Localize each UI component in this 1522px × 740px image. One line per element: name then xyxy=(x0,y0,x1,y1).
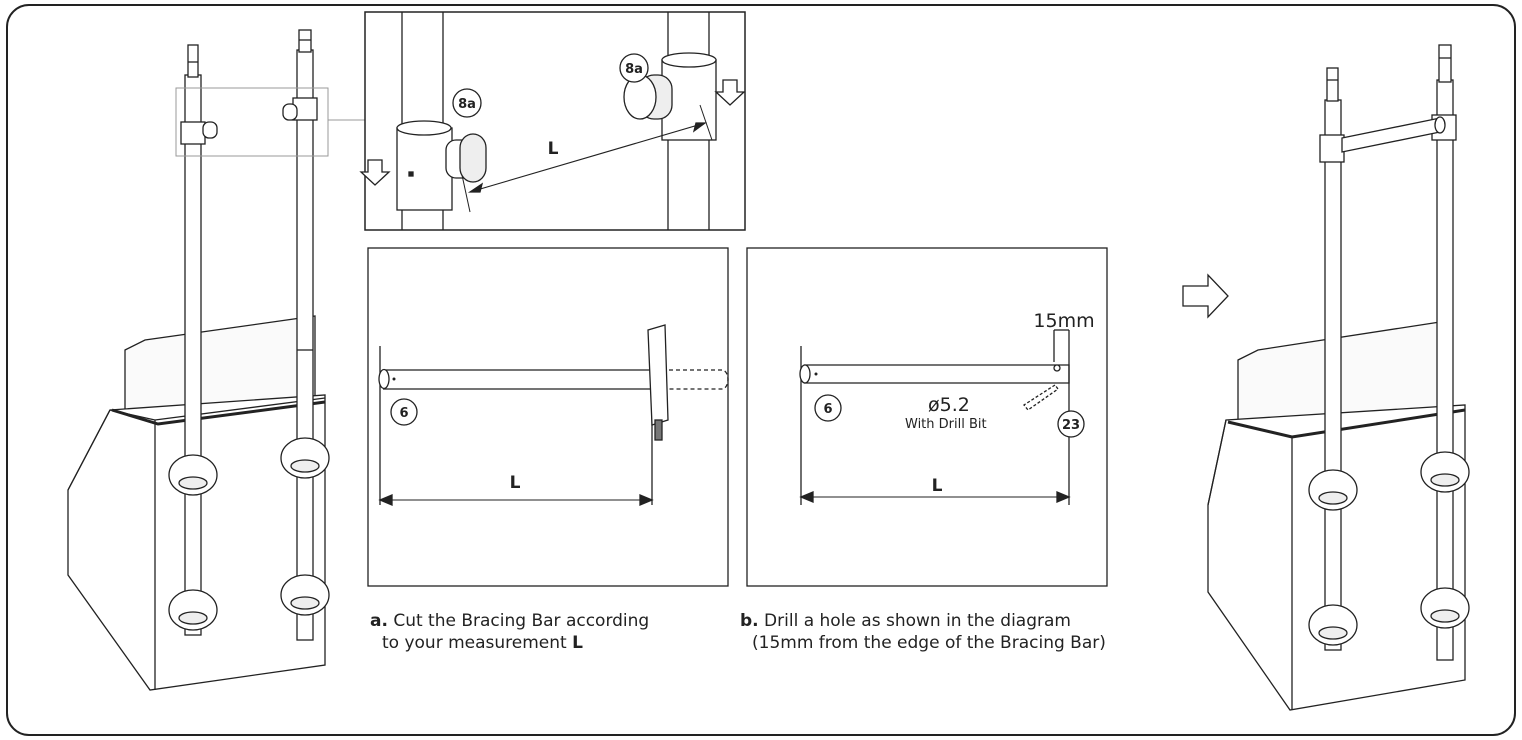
panel-a-caption: a. Cut the Bracing Bar according to your… xyxy=(370,610,649,654)
panel-b-drill-part-number: 23 xyxy=(1062,418,1080,433)
panel-a-caption-line2-bold: L xyxy=(572,633,583,653)
panel-b-caption: b. Drill a hole as shown in the diagram … xyxy=(740,610,1106,654)
panel-b-caption-line2: (15mm from the edge of the Bracing Bar) xyxy=(752,633,1106,653)
zoom-callout-right: 8a xyxy=(625,62,643,77)
panel-b-caption-prefix: b. xyxy=(740,611,759,631)
zoom-dimension-label: L xyxy=(548,139,559,159)
left-stand-illustration xyxy=(67,29,365,691)
zoom-callout-left: 8a xyxy=(458,97,476,112)
panel-a-caption-line2: to your measurement L xyxy=(370,632,649,654)
panel-b-offset-label: 15mm xyxy=(1033,310,1094,332)
panel-a-caption-line2-text: to your measurement xyxy=(382,633,567,653)
panel-b-part-number: 6 xyxy=(823,402,832,417)
panel-a-dimension-label: L xyxy=(510,473,521,493)
panel-a-frame xyxy=(367,247,729,587)
panel-b-caption-line1: Drill a hole as shown in the diagram xyxy=(764,611,1071,631)
panel-a-cut: 6 L xyxy=(367,247,729,587)
zoom-detail: 8a 8a L xyxy=(359,11,746,231)
panel-b-hole-diameter: ø5.2 xyxy=(928,394,970,416)
panel-a-caption-line1: Cut the Bracing Bar according xyxy=(393,611,650,631)
panel-b-drill-note: With Drill Bit xyxy=(905,417,987,432)
panel-a-caption-prefix: a. xyxy=(370,611,388,631)
outer-frame xyxy=(6,4,1516,736)
right-stand-illustration xyxy=(1207,44,1470,711)
panel-a-part-number: 6 xyxy=(399,406,408,421)
right-outline-arrow-icon xyxy=(1182,273,1229,319)
panel-b-drill: 15mm ø5.2 With Drill Bit 23 6 L xyxy=(746,247,1108,587)
panel-b-dimension-label: L xyxy=(932,476,943,496)
panel-b-frame xyxy=(746,247,1108,587)
